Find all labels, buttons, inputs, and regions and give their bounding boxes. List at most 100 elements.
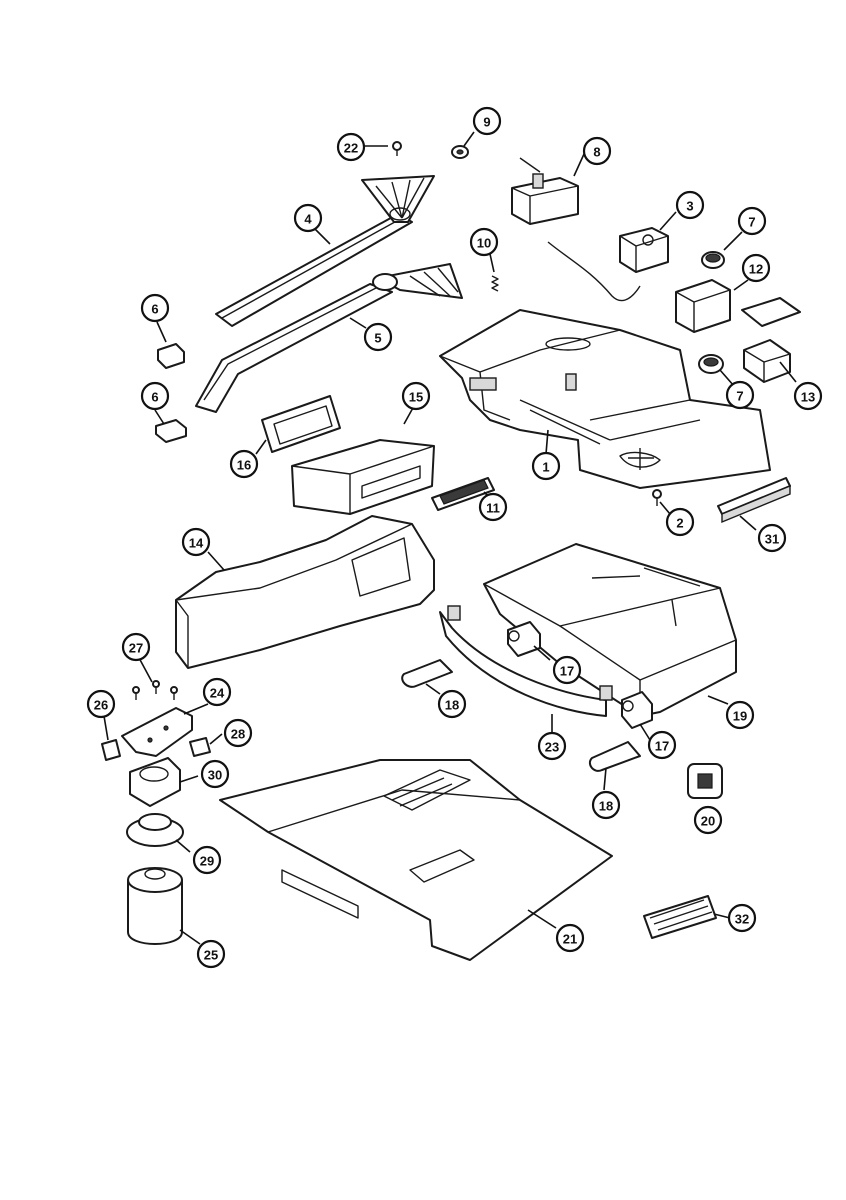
callout-label: 30 xyxy=(208,768,222,783)
callout-label: 12 xyxy=(749,262,763,277)
callout-label: 20 xyxy=(701,814,715,829)
callout-group: 1234566778910111213141516171718181920212… xyxy=(86,106,823,969)
callout-31: 31 xyxy=(757,523,787,553)
callout-circle xyxy=(478,492,508,522)
callout-label: 24 xyxy=(210,686,225,701)
part-22-screw xyxy=(392,141,402,156)
callout-circle xyxy=(192,845,222,875)
part-8-actuator xyxy=(511,157,579,225)
callout-circle xyxy=(223,718,253,748)
callout-25: 25 xyxy=(196,939,226,969)
callout-3: 3 xyxy=(675,190,705,220)
callout-label: 17 xyxy=(655,739,669,754)
callout-circle xyxy=(437,689,467,719)
callout-label: 4 xyxy=(304,212,312,227)
callout-label: 6 xyxy=(151,302,158,317)
callout-circle xyxy=(665,507,695,537)
callout-6: 6 xyxy=(140,381,170,411)
callout-label: 1 xyxy=(542,460,549,475)
callout-18: 18 xyxy=(437,689,467,719)
part-30-filter-head xyxy=(129,757,181,807)
callout-21: 21 xyxy=(555,923,585,953)
callout-14: 14 xyxy=(181,527,211,557)
callout-10: 10 xyxy=(469,227,499,257)
callout-label: 16 xyxy=(237,458,251,473)
callout-circle xyxy=(725,380,755,410)
callout-32: 32 xyxy=(727,903,757,933)
callout-circle xyxy=(725,700,755,730)
callout-label: 10 xyxy=(477,236,491,251)
part-15-block xyxy=(291,439,435,515)
part-25-filter-cartridge xyxy=(127,867,183,945)
callout-circle xyxy=(727,903,757,933)
callout-label: 13 xyxy=(801,390,815,405)
callout-circle xyxy=(196,939,226,969)
callout-label: 25 xyxy=(204,948,218,963)
part-17-socket-lower xyxy=(621,691,653,729)
callout-label: 17 xyxy=(560,664,574,679)
callout-28: 28 xyxy=(223,718,253,748)
part-6-clip-lower xyxy=(155,419,187,443)
callout-circle xyxy=(537,731,567,761)
part-7-knob-lower xyxy=(698,354,724,374)
callout-circle xyxy=(181,527,211,557)
callout-circle xyxy=(675,190,705,220)
callout-circle xyxy=(336,132,366,162)
part-14-duct xyxy=(175,515,435,669)
callout-16: 16 xyxy=(229,449,259,479)
callout-label: 14 xyxy=(189,536,204,551)
callout-label: 26 xyxy=(94,698,108,713)
callout-circle xyxy=(293,203,323,233)
callout-circle xyxy=(472,106,502,136)
callout-11: 11 xyxy=(478,492,508,522)
callout-label: 19 xyxy=(733,709,747,724)
callout-circle xyxy=(582,136,612,166)
callout-label: 5 xyxy=(374,331,381,346)
part-17-socket-upper xyxy=(507,621,541,657)
callout-7: 7 xyxy=(737,206,767,236)
callout-17: 17 xyxy=(647,730,677,760)
callout-circle xyxy=(363,322,393,352)
callout-2: 2 xyxy=(665,507,695,537)
callout-label: 8 xyxy=(593,145,600,160)
part-10-spring xyxy=(491,275,499,292)
part-18-bulb-upper xyxy=(401,659,453,688)
callout-circle xyxy=(741,253,771,283)
callout-4: 4 xyxy=(293,203,323,233)
part-28-fitting xyxy=(189,737,211,757)
part-24-plate xyxy=(121,707,193,757)
part-23-bracket xyxy=(439,605,613,717)
part-11-grille xyxy=(431,477,495,511)
part-5-chute xyxy=(195,263,463,413)
callout-label: 22 xyxy=(344,141,358,156)
callout-23: 23 xyxy=(537,731,567,761)
callout-circle xyxy=(591,790,621,820)
part-32-heater xyxy=(643,895,717,939)
callout-circle xyxy=(229,449,259,479)
callout-label: 32 xyxy=(735,912,749,927)
callout-8: 8 xyxy=(582,136,612,166)
callout-13: 13 xyxy=(793,381,823,411)
part-29-filter-cap xyxy=(126,813,184,847)
callout-circle xyxy=(200,759,230,789)
part-7-knob-upper xyxy=(701,251,725,269)
part-31-strip xyxy=(717,477,791,524)
callout-circle xyxy=(401,381,431,411)
callout-circle xyxy=(647,730,677,760)
callout-label: 21 xyxy=(563,932,577,947)
callout-20: 20 xyxy=(693,805,723,835)
callout-label: 27 xyxy=(129,641,143,656)
callout-circle xyxy=(121,632,151,662)
callout-label: 11 xyxy=(486,501,500,516)
part-20-connector xyxy=(687,763,723,799)
callout-5: 5 xyxy=(363,322,393,352)
part-1-housing xyxy=(439,309,771,489)
part-26-fitting xyxy=(101,739,121,761)
callout-circle xyxy=(140,293,170,323)
callout-6: 6 xyxy=(140,293,170,323)
callout-label: 7 xyxy=(736,389,743,404)
callout-label: 3 xyxy=(686,199,693,214)
part-2-screw xyxy=(652,489,662,506)
callout-label: 2 xyxy=(676,516,683,531)
